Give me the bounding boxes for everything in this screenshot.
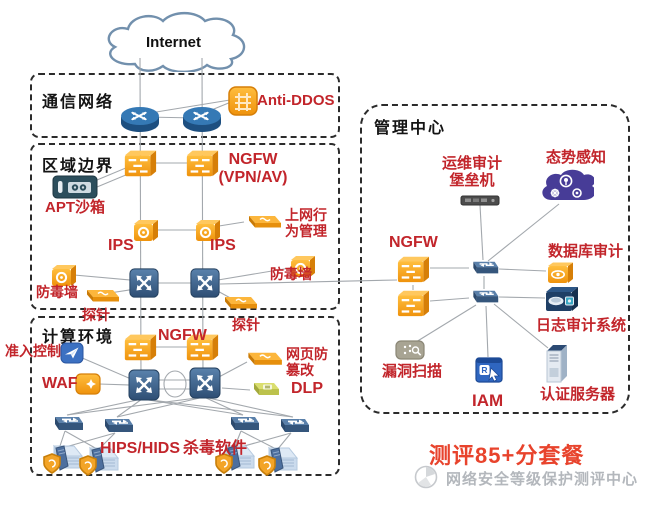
ngfw-icon xyxy=(395,253,431,285)
web-tamper-icon xyxy=(240,350,284,368)
zone-regional-boundary xyxy=(30,143,340,310)
waf-icon xyxy=(75,373,101,395)
zone-title-boundary: 区域边界 xyxy=(42,158,115,175)
apt-sandbox-icon xyxy=(52,174,98,200)
core-switch-icon xyxy=(127,368,161,402)
mgmt-switch-icon xyxy=(468,258,500,278)
probe-icon xyxy=(79,288,121,304)
label-anti-ddos: Anti-DDOS xyxy=(257,92,335,109)
router-icon xyxy=(180,104,224,134)
behavior-mgmt-icon xyxy=(241,213,283,231)
label-iam: IAM xyxy=(472,391,504,410)
vuln-scan-icon xyxy=(394,339,426,361)
label-hips-hids: HIPS/HIDS xyxy=(100,440,181,457)
package-title: 测评85+分套餐 xyxy=(429,443,585,468)
label-web-tamper: 网页防 篡改 xyxy=(286,346,328,379)
access-switch-icon xyxy=(275,416,311,436)
zone-title-mgmt: 管理中心 xyxy=(374,120,447,137)
label-dlp: DLP xyxy=(291,380,323,397)
ngfw-icon xyxy=(122,330,158,364)
label-antivirus-software: 杀毒软件 xyxy=(183,440,248,457)
label-db-audit: 数据库审计 xyxy=(548,243,624,260)
access-switch-icon xyxy=(49,414,85,434)
ngfw-icon xyxy=(122,146,158,180)
dlp-icon xyxy=(248,380,280,400)
label-situation-awareness: 态势感知 xyxy=(546,149,607,166)
label-vuln-scan: 漏洞扫描 xyxy=(382,363,443,380)
label-log-audit: 日志审计系统 xyxy=(536,317,627,334)
label-nac: 准入控制 xyxy=(5,343,61,359)
router-icon xyxy=(118,104,162,134)
label-probe-right: 探针 xyxy=(232,317,260,333)
label-antivirus-wall-left: 防毒墙 xyxy=(36,284,78,300)
internet-label: Internet xyxy=(146,34,202,51)
core-switch-icon xyxy=(188,366,222,400)
zone-management-center xyxy=(360,104,630,414)
anti-ddos-icon xyxy=(227,85,259,117)
situation-cloud-icon xyxy=(538,168,594,208)
core-switch-icon xyxy=(128,266,160,300)
label-ngfw-vpn: NGFW (VPN/AV) xyxy=(218,151,288,187)
zone-computing-environment xyxy=(30,316,340,476)
label-antivirus-wall-right: 防毒墙 xyxy=(270,266,312,282)
zone-communication-network xyxy=(30,73,340,138)
label-ops-audit-bastion: 运维审计 堡垒机 xyxy=(441,155,502,190)
db-audit-icon xyxy=(545,259,575,286)
watermark-text: 网络安全等级保护测评中心 xyxy=(446,471,639,488)
iam-icon xyxy=(474,356,504,384)
nac-icon xyxy=(60,342,84,364)
label-auth-server: 认证服务器 xyxy=(540,386,616,403)
mgmt-switch-icon xyxy=(468,287,500,307)
ngfw-icon xyxy=(395,287,431,319)
log-audit-icon xyxy=(543,284,581,314)
auth-server-icon xyxy=(543,342,569,384)
label-ngfw-compute: NGFW xyxy=(158,327,207,344)
label-ips-right: IPS xyxy=(210,237,236,254)
bastion-host-icon xyxy=(460,194,500,206)
label-apt-sandbox: APT沙箱 xyxy=(45,199,106,216)
label-ips-left: IPS xyxy=(108,237,134,254)
ips-icon xyxy=(131,217,159,243)
label-behavior-mgmt: 上网行 为管理 xyxy=(285,207,327,240)
access-switch-icon xyxy=(225,414,261,434)
access-switch-icon xyxy=(99,416,135,436)
label-waf: WAF xyxy=(42,375,78,392)
label-probe-left: 探针 xyxy=(82,307,110,323)
zone-title-compute: 计算环境 xyxy=(42,329,115,346)
server-group-icon xyxy=(255,442,301,478)
probe-icon xyxy=(217,295,259,311)
zone-title-communication: 通信网络 xyxy=(42,94,115,111)
center-logo-icon xyxy=(413,464,439,490)
label-ngfw-mgmt: NGFW xyxy=(389,234,438,251)
